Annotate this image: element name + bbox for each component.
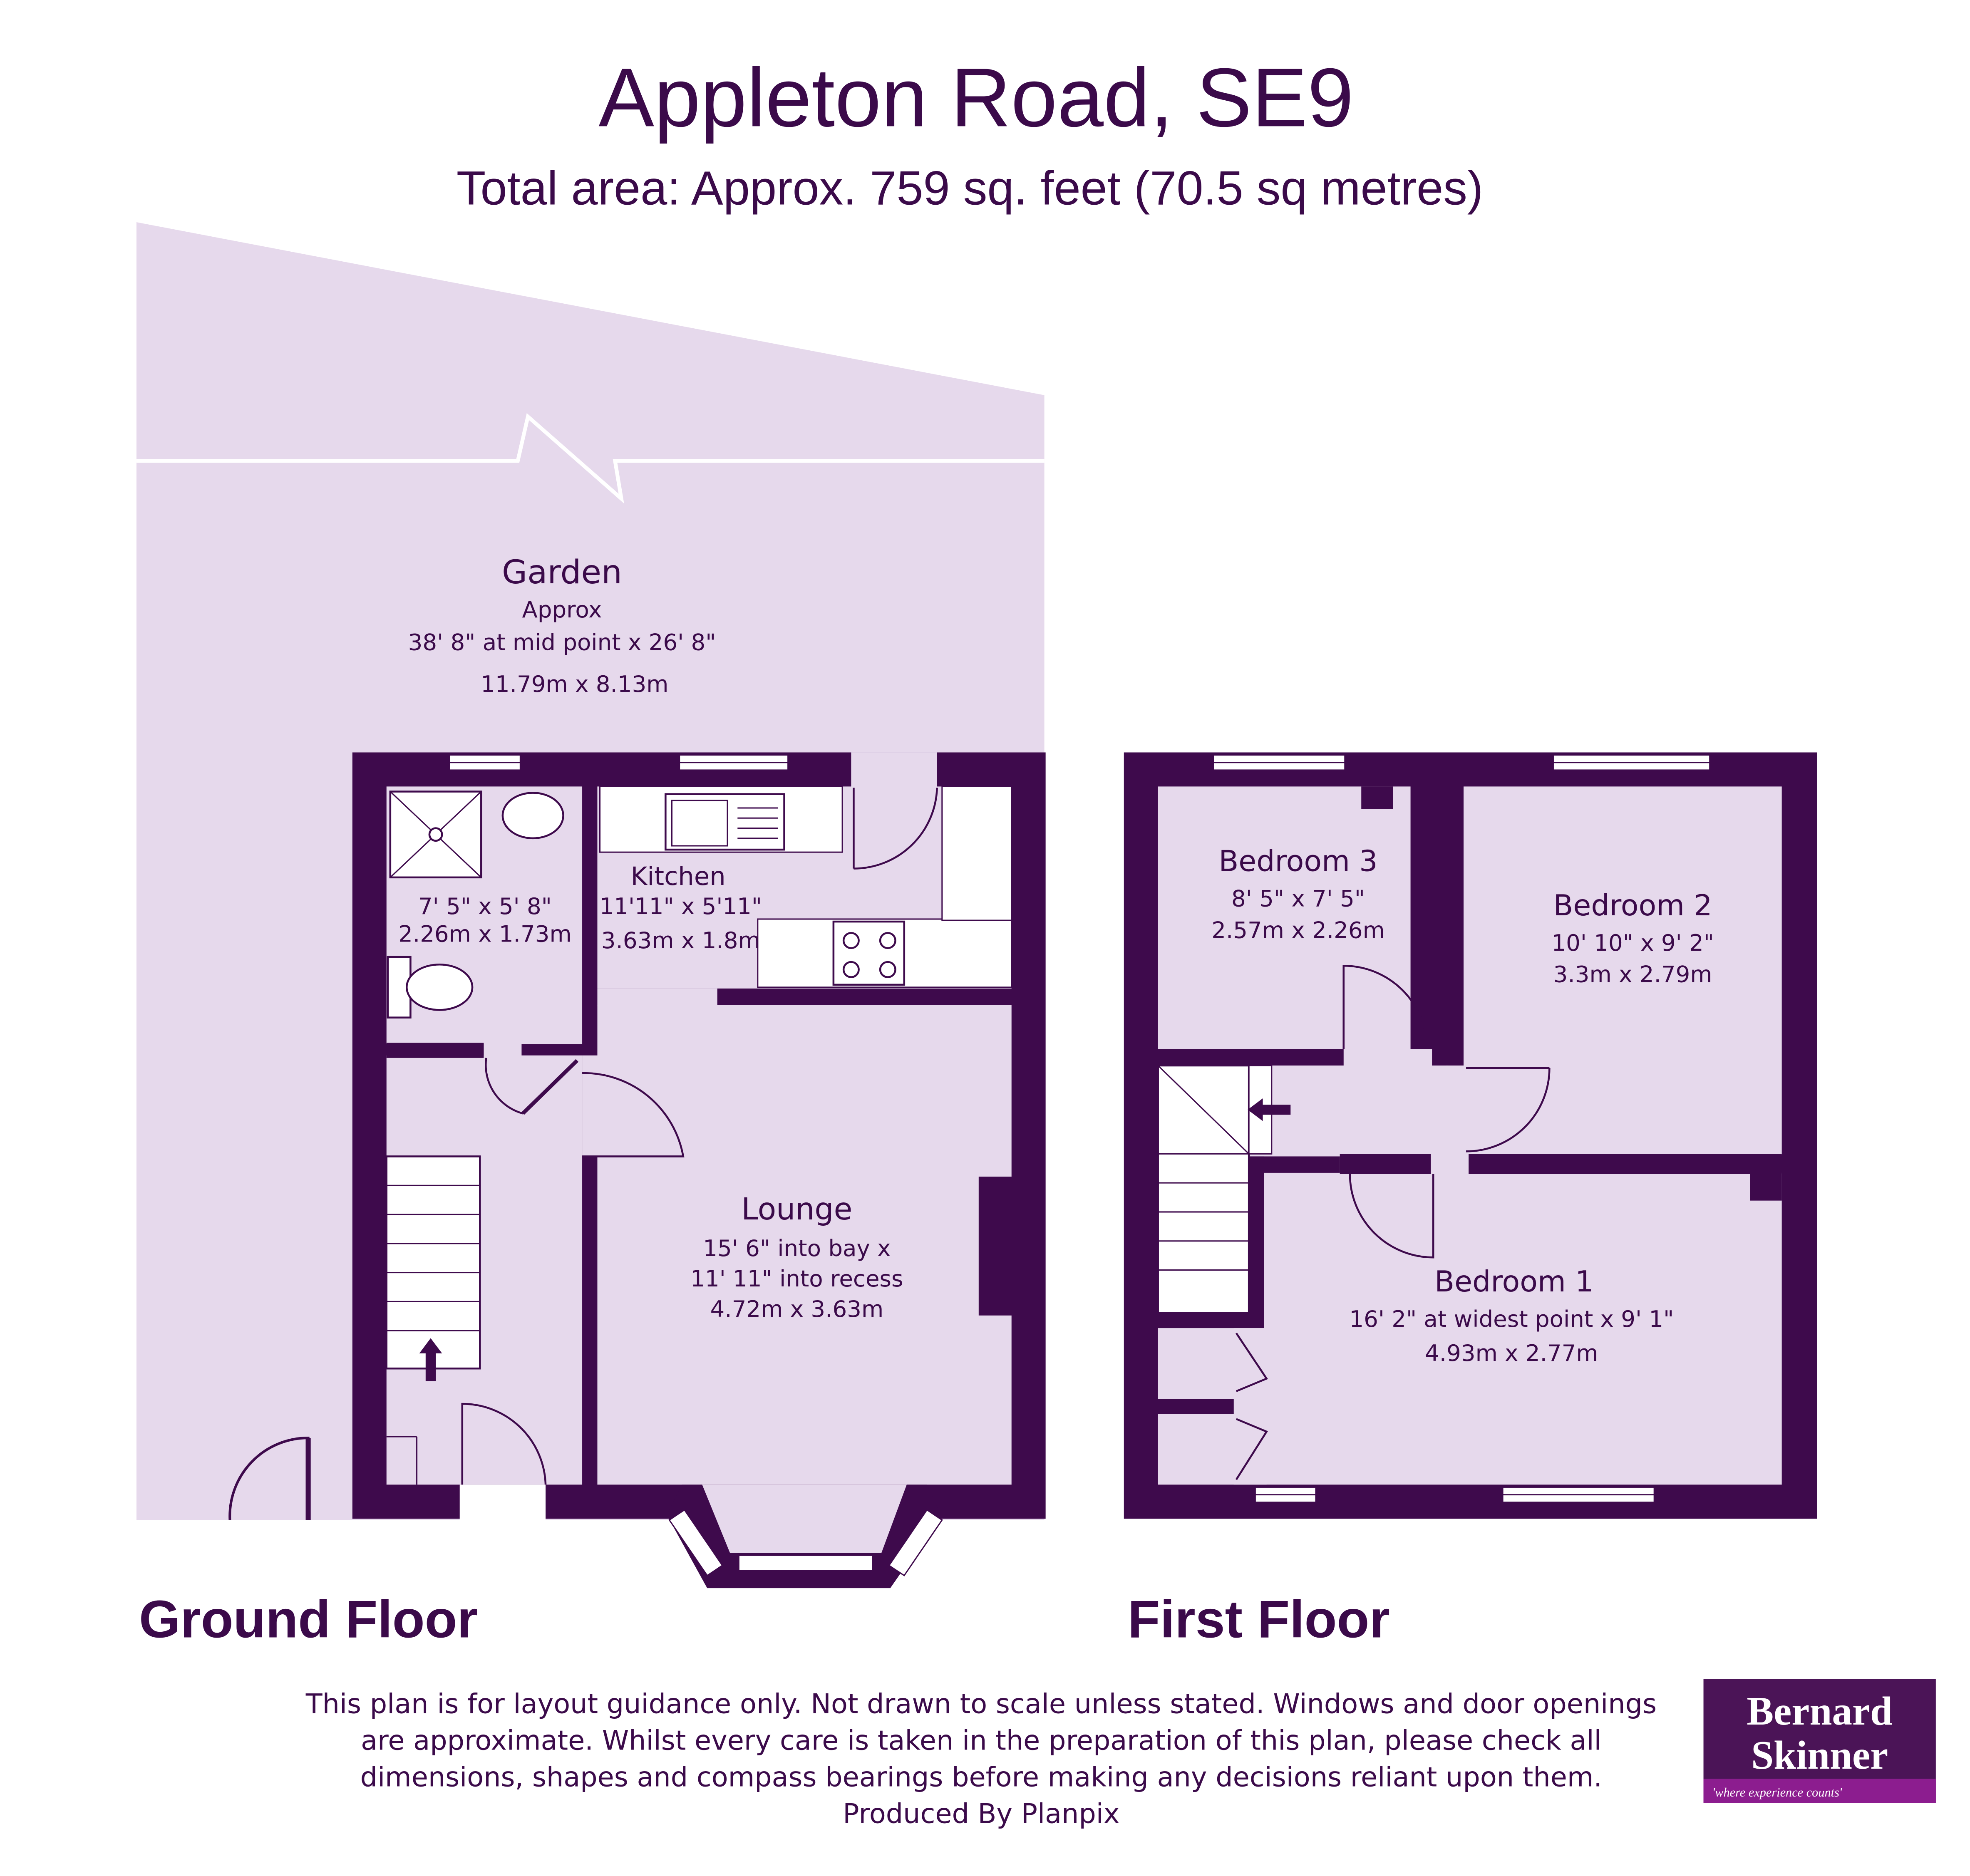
bernard-skinner-logo: Bernard Skinner 'where experience counts…: [1703, 1679, 1936, 1803]
lounge-dimensions-metric: 4.72m x 3.63m: [710, 1296, 884, 1322]
first-stairs: [1157, 1064, 1291, 1314]
ground-stairs: [385, 1155, 481, 1485]
plan-title: Appleton Road, SE9: [598, 51, 1354, 144]
logo-line-2: Skinner: [1751, 1733, 1888, 1778]
ground-floor-plan: [352, 752, 1046, 1589]
disclaimer-line-3: dimensions, shapes and compass bearings …: [360, 1762, 1602, 1793]
shower-dimensions-metric: 2.26m x 1.73m: [398, 921, 572, 947]
shower-room-label: 7' 5" x 5' 8" 2.26m x 1.73m: [398, 893, 572, 947]
garden-label: Garden Approx 38' 8" at mid point x 26' …: [408, 553, 716, 697]
garden-dimensions-imperial: 38' 8" at mid point x 26' 8": [408, 629, 716, 656]
kitchen-dimensions-metric: 3.63m x 1.8m: [601, 927, 760, 954]
kitchen-name: Kitchen: [631, 862, 726, 891]
logo-tagline: 'where experience counts': [1712, 1785, 1842, 1799]
kitchen-dimensions-imperial: 11'11" x 5'11": [599, 893, 762, 919]
lounge-dimensions-2: 11' 11" into recess: [690, 1265, 903, 1292]
lounge-name: Lounge: [741, 1192, 852, 1227]
bedroom-3-label: Bedroom 3 8' 5" x 7' 5" 2.57m x 2.26m: [1211, 845, 1385, 944]
plan-subtitle: Total area: Approx. 759 sq. feet (70.5 s…: [457, 162, 1483, 215]
shower-dimensions-imperial: 7' 5" x 5' 8": [418, 893, 552, 919]
bedroom-3-dimensions-imperial: 8' 5" x 7' 5": [1231, 885, 1365, 912]
bedroom-1-name: Bedroom 1: [1434, 1265, 1593, 1299]
bedroom-2-name: Bedroom 2: [1553, 889, 1712, 922]
bedroom-1-dimensions-metric: 4.93m x 2.77m: [1425, 1340, 1598, 1366]
first-floor-plan: [1124, 752, 1817, 1519]
disclaimer-line-1: This plan is for layout guidance only. N…: [305, 1688, 1657, 1720]
lounge-label: Lounge 15' 6" into bay x 11' 11" into re…: [690, 1192, 903, 1322]
garden-dimensions-metric: 11.79m x 8.13m: [481, 671, 668, 697]
lounge-dimensions-1: 15' 6" into bay x: [703, 1235, 891, 1261]
garden-approx: Approx: [522, 596, 602, 623]
bedroom-2-dimensions-imperial: 10' 10" x 9' 2": [1551, 929, 1714, 956]
disclaimer-line-2: are approximate. Whilst every care is ta…: [361, 1725, 1602, 1757]
kitchen-label: Kitchen 11'11" x 5'11" 3.63m x 1.8m: [599, 862, 762, 954]
bedroom-3-dimensions-metric: 2.57m x 2.26m: [1211, 917, 1385, 944]
bedroom-2-label: Bedroom 2 10' 10" x 9' 2" 3.3m x 2.79m: [1551, 889, 1714, 988]
bedroom-2-dimensions-metric: 3.3m x 2.79m: [1553, 961, 1712, 988]
disclaimer: This plan is for layout guidance only. N…: [305, 1688, 1657, 1830]
bedroom-1-dimensions-imperial: 16' 2" at widest point x 9' 1": [1349, 1306, 1674, 1332]
garden-name: Garden: [502, 553, 622, 591]
ground-floor-title: Ground Floor: [139, 1590, 478, 1649]
stairs-up-arrow-icon: [419, 1338, 442, 1381]
first-floor-title: First Floor: [1128, 1590, 1390, 1649]
disclaimer-line-4: Produced By Planpix: [843, 1798, 1119, 1830]
bedroom-1-label: Bedroom 1 16' 2" at widest point x 9' 1"…: [1349, 1265, 1674, 1366]
logo-line-1: Bernard: [1747, 1689, 1893, 1734]
bedroom-3-name: Bedroom 3: [1218, 845, 1377, 878]
stairs-down-arrow-icon: [1248, 1098, 1291, 1121]
